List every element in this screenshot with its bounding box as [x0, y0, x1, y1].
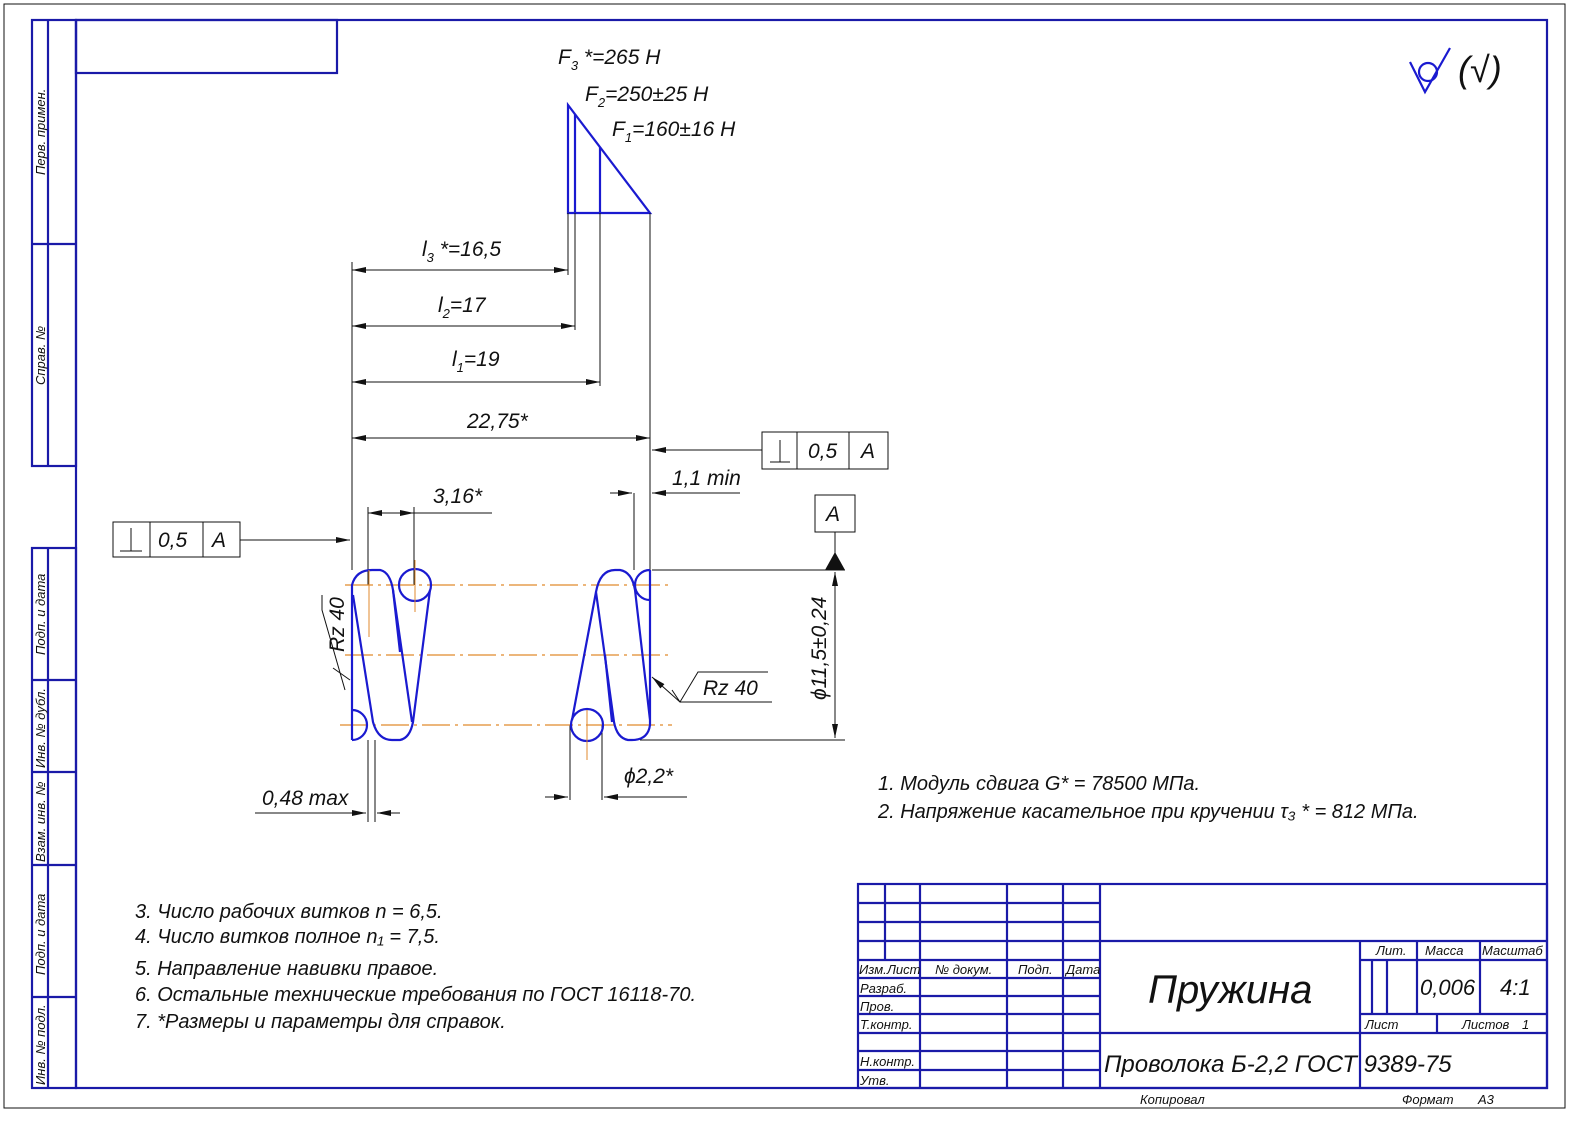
tb-scale-value: 4:1 [1500, 975, 1531, 1000]
top-left-box [74, 18, 339, 75]
tb-material: Проволока Б-2,2 ГОСТ 9389-75 [1104, 1051, 1452, 1078]
note-2: 2. Напряжение касательное при кручении τ… [877, 801, 1419, 823]
footer-format-value: A3 [1477, 1092, 1495, 1107]
side-vzam-inv: Взам. инв. № [33, 782, 48, 862]
surface-mark-text: (√) [1458, 49, 1502, 90]
tb-podp: Подп. [1018, 962, 1053, 977]
note-5: 5. Направление навивки правое. [135, 958, 438, 980]
spring-section [340, 560, 672, 760]
tb-massa: Масса [1425, 943, 1463, 958]
note-7: 7. *Размеры и параметры для справок. [135, 1011, 506, 1033]
tb-part-name: Пружина [1148, 968, 1312, 1012]
tb-list-label: Лист [1364, 1017, 1399, 1032]
outer-border [3, 3, 1566, 1109]
tolerance-value: 0,5 [158, 529, 188, 552]
tb-n-dokum: № докум. [935, 962, 992, 977]
footer-kopiroval: Копировал [1140, 1092, 1205, 1107]
perpendicular-icon [770, 440, 790, 463]
title-block: Изм. Лист № докум. Подп. Дата Разраб. Пр… [856, 882, 1549, 1090]
tb-izm: Изм. [859, 962, 887, 977]
tb-nkontr: Н.контр. [860, 1054, 915, 1069]
dim-diameter: ϕ11,5±0,24 [808, 597, 831, 700]
side-podp-data-2: Подп. и дата [33, 894, 48, 975]
roughness-left-icon [321, 595, 351, 691]
roughness-left: Rz 40 [326, 597, 349, 652]
side-perv-primen: Перв. примен. [33, 89, 48, 175]
tb-utv: Утв. [859, 1073, 890, 1088]
perpendicularity-tolerance-left: 0,5 A [112, 521, 350, 558]
tolerance-datum: A [210, 529, 226, 552]
dim-end-gap: 0,48 max [262, 787, 350, 810]
force-f1: F1=160±16 Н [612, 118, 736, 145]
side-podp-data-1: Подп. и дата [33, 574, 48, 655]
force-diagram: F3 *=265 Н F2=250±25 Н F1=160±16 Н l3 *=… [351, 46, 736, 570]
notes: 1. Модуль сдвига G* = 78500 МПа. 2. Напр… [135, 773, 1419, 1033]
tb-masshtab: Масштаб [1482, 943, 1543, 958]
side-stamp: Перв. примен. Справ. № Подп. и дата Инв.… [30, 18, 78, 1090]
tb-lit: Лит. [1375, 943, 1406, 958]
force-f3: F3 *=265 Н [558, 46, 661, 73]
tb-listov-value: 1 [1522, 1017, 1529, 1032]
length-l3: l3 *=16,5 [422, 238, 501, 265]
length-total: 22,75* [466, 410, 529, 433]
perpendicular-icon [120, 528, 142, 552]
note-4: 4. Число витков полное n₁ = 7,5. [135, 926, 440, 948]
side-inv-podl: Инв. № подл. [33, 1004, 48, 1085]
tb-data: Дата [1064, 962, 1100, 977]
side-sprav-no: Справ. № [33, 326, 48, 385]
perpendicularity-tolerance-right: 0,5 A [652, 431, 889, 470]
length-l1: l1=19 [452, 348, 500, 375]
datum-label: A [824, 503, 840, 526]
note-1: 1. Модуль сдвига G* = 78500 МПа. [878, 773, 1200, 795]
dim-gap: 1,1 min [672, 467, 741, 490]
roughness-right: Rz 40 [703, 677, 758, 700]
tb-razrab: Разраб. [860, 981, 907, 996]
footer-format-label: Формат [1402, 1092, 1454, 1107]
force-f2: F2=250±25 Н [585, 83, 709, 110]
note-6: 6. Остальные технические требования по Г… [135, 984, 696, 1006]
dim-pitch: 3,16* [433, 485, 483, 508]
tb-listov-label: Листов [1461, 1017, 1510, 1032]
dim-wire: ϕ2,2* [624, 765, 674, 788]
side-inv-dubl: Инв. № дубл. [33, 688, 48, 768]
tb-mass-value: 0,006 [1420, 975, 1476, 1000]
surface-roughness-icon: (√) [1409, 47, 1502, 95]
dimensions: 1,1 min 3,16* ϕ11,5±0,24 ϕ2,2* 0,48 max … [255, 467, 845, 822]
note-3: 3. Число рабочих витков n = 6,5. [135, 901, 443, 923]
tb-tkontr: Т.контр. [860, 1017, 912, 1032]
tb-list: Лист [886, 962, 921, 977]
length-l2: l2=17 [438, 294, 487, 321]
datum-a: A [814, 494, 856, 570]
tolerance-value: 0,5 [808, 440, 838, 463]
tb-prov: Пров. [860, 999, 894, 1014]
tolerance-datum: A [859, 440, 875, 463]
roughness-right-icon [671, 671, 772, 703]
